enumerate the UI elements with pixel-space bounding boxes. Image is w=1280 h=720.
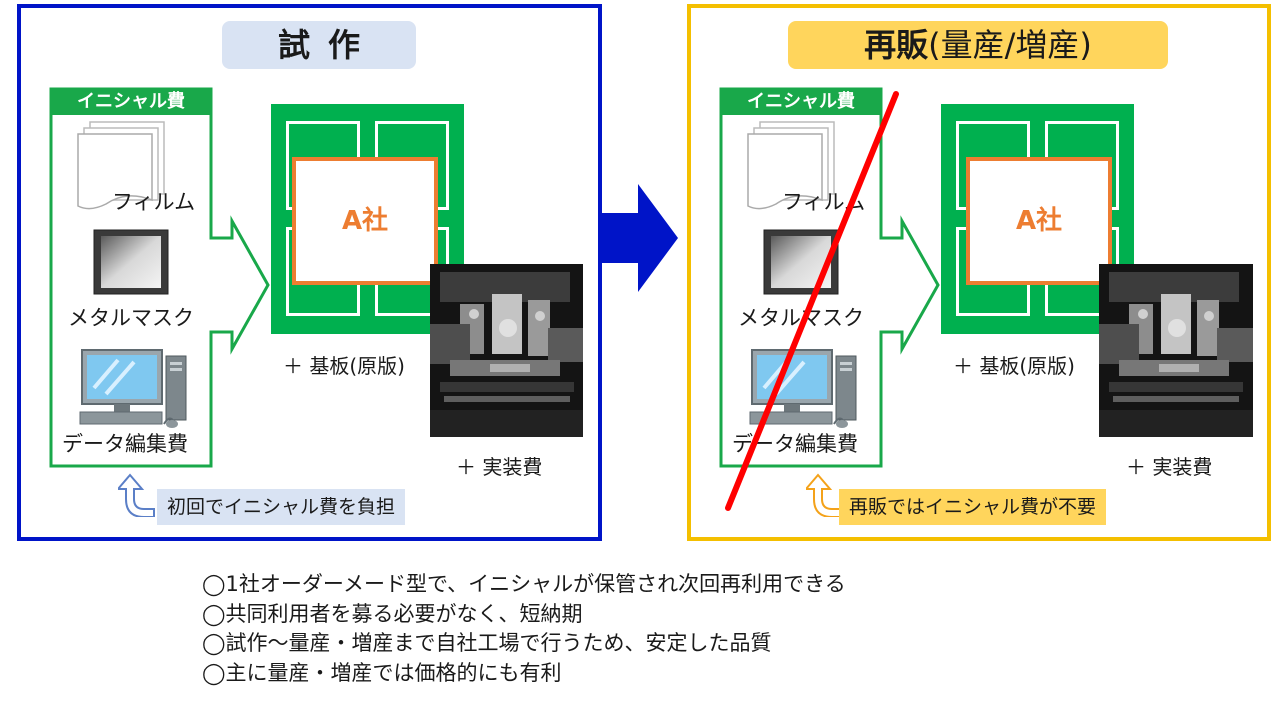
data-edit-label: データ編集費 xyxy=(62,432,188,456)
initial-cost-tag: イニシャル費 xyxy=(51,89,211,115)
film-label: フィルム xyxy=(112,190,196,214)
metal-mask-icon xyxy=(93,229,169,295)
feature-item: ◯1社オーダーメード型で、イニシャルが保管され次回再利用できる xyxy=(202,572,846,596)
board-label: ＋ 基板(原版) xyxy=(953,354,1075,378)
mounter-machine-image xyxy=(430,264,583,437)
resale-title: 再販(量産/増産) xyxy=(788,21,1168,69)
resale-frame xyxy=(687,4,1271,541)
return-arrow-icon xyxy=(806,473,843,517)
computer-icon xyxy=(79,349,187,428)
company-label: A社 xyxy=(292,157,438,285)
resale-note: 再販ではイニシャル費が不要 xyxy=(839,489,1107,525)
resale-title-sub: (量産/増産) xyxy=(928,26,1092,64)
initial-cost-tag: イニシャル費 xyxy=(721,89,881,115)
computer-icon xyxy=(749,349,857,428)
film-icon xyxy=(77,121,165,210)
mounter-machine-image xyxy=(1099,264,1253,437)
return-arrow-icon xyxy=(118,473,155,517)
strike-line-icon xyxy=(725,91,899,511)
prototype-frame xyxy=(17,4,602,541)
board-label: ＋ 基板(原版) xyxy=(283,354,405,378)
feature-list: ◯1社オーダーメード型で、イニシャルが保管され次回再利用できる ◯共同利用者を募… xyxy=(202,570,846,688)
prototype-note: 初回でイニシャル費を負担 xyxy=(157,489,406,525)
metal-mask-label: メタルマスク xyxy=(68,306,194,330)
prototype-title: 試作 xyxy=(222,21,416,69)
progress-arrow-icon xyxy=(600,184,678,292)
mount-label: ＋ 実装費 xyxy=(456,455,543,479)
company-label: A社 xyxy=(966,157,1112,285)
feature-item: ◯共同利用者を募る必要がなく、短納期 xyxy=(202,601,583,626)
feature-item: ◯試作〜量産・増産まで自社工場で行うため、安定した品質 xyxy=(202,631,772,655)
film-icon xyxy=(747,121,835,210)
resale-title-main: 再販 xyxy=(864,26,929,64)
feature-item: ◯主に量産・増産では価格的にも有利 xyxy=(202,660,562,685)
mount-label: ＋ 実装費 xyxy=(1126,455,1213,479)
